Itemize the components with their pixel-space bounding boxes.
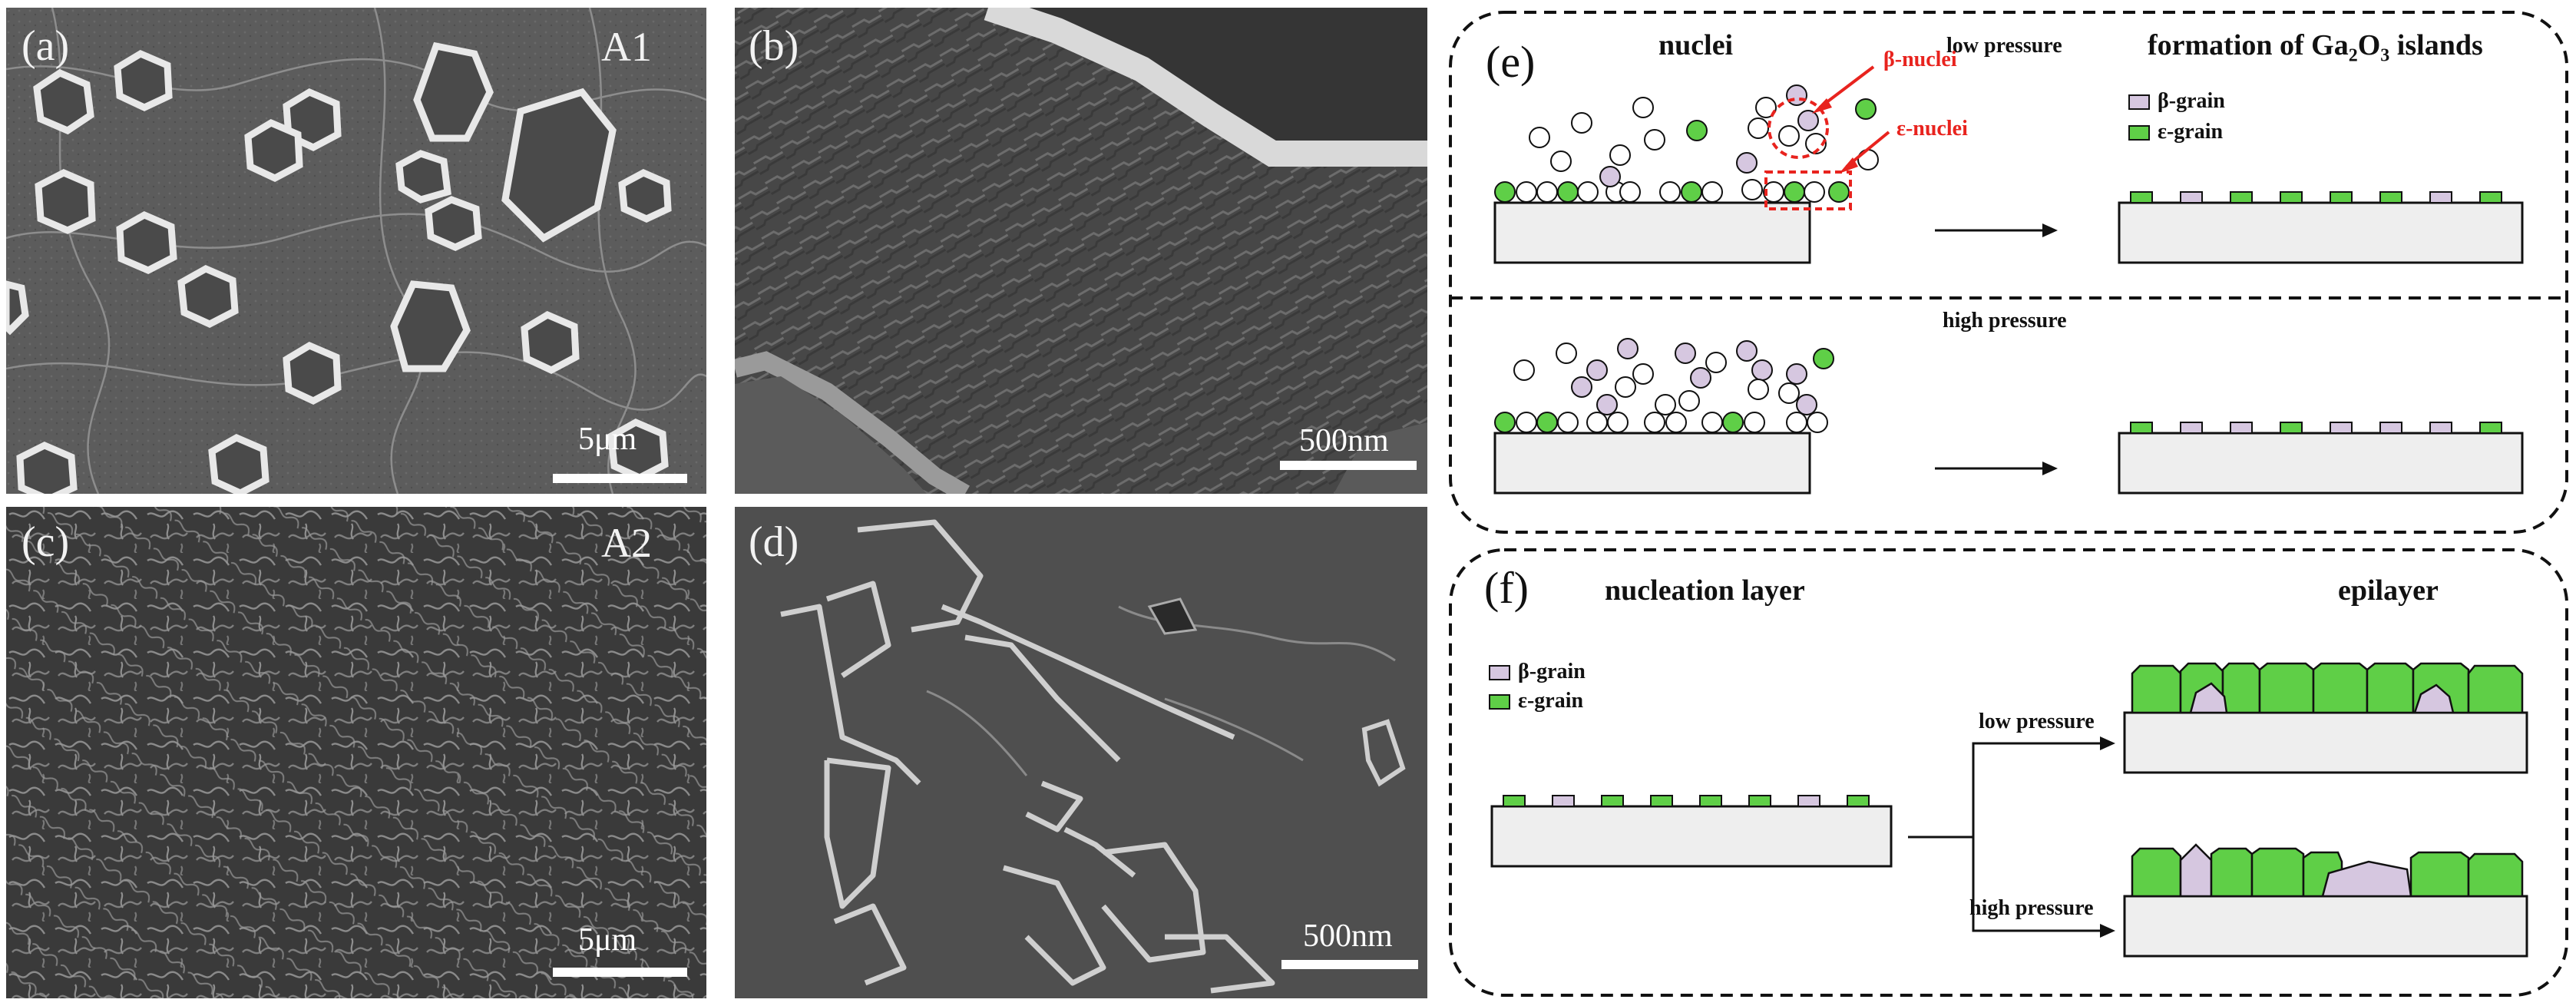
formation-title: formation of Ga2O3 islands xyxy=(2148,28,2483,67)
sem-image-b xyxy=(735,8,1427,494)
scale-bar-d xyxy=(1281,960,1418,969)
scale-bar-a xyxy=(553,474,687,483)
sample-label-a1: A1 xyxy=(601,24,652,70)
scale-text-c: 5μm xyxy=(578,922,637,958)
scale-text-a: 5μm xyxy=(578,422,637,457)
sem-panel-b: (b) 500nm xyxy=(735,8,1427,494)
beta-nuclei-annotation: β-nuclei xyxy=(1883,48,1957,71)
sem-panel-a: (a) A1 5μm xyxy=(6,8,706,494)
low-pressure-label-e: low pressure xyxy=(1946,34,2062,58)
sem-panel-d: (d) 500nm xyxy=(735,507,1427,998)
nuclei-title: nuclei xyxy=(1658,29,1734,61)
sem-image-d xyxy=(735,507,1427,998)
formation-mid: O xyxy=(2357,29,2381,61)
sem-image-a xyxy=(6,8,706,494)
scale-bar-c xyxy=(553,968,687,977)
diagram-f-graphics xyxy=(1449,548,2568,997)
epilayer-title: epilayer xyxy=(2338,574,2439,607)
scale-text-b: 500nm xyxy=(1299,423,1389,458)
panel-e-label: (e) xyxy=(1486,37,1536,87)
panel-f-label: (f) xyxy=(1484,563,1529,613)
legend-beta-f: β-grain xyxy=(1518,660,1586,683)
panel-a-label: (a) xyxy=(21,22,70,70)
formation-suffix: islands xyxy=(2389,29,2483,61)
legend-epsilon-e: ε-grain xyxy=(2158,120,2224,144)
panel-c-label: (c) xyxy=(21,518,70,566)
panel-b-label: (b) xyxy=(749,22,799,70)
sem-panel-c: (c) A2 5μm xyxy=(6,507,706,998)
sample-label-a2: A2 xyxy=(601,520,652,566)
formation-prefix: formation of Ga xyxy=(2148,29,2349,61)
formation-sub1: 2 xyxy=(2348,45,2358,66)
nucleation-layer-title: nucleation layer xyxy=(1605,574,1805,607)
high-pressure-label-f: high pressure xyxy=(1969,896,2094,920)
epsilon-nuclei-annotation: ε-nuclei xyxy=(1896,117,1968,141)
sem-image-c xyxy=(6,507,706,998)
formation-sub2: 3 xyxy=(2380,45,2390,66)
diagram-e: (e) nuclei low pressure formation of Ga2… xyxy=(1447,9,2570,535)
legend-epsilon-f: ε-grain xyxy=(1518,689,1584,713)
diagram-e-graphics xyxy=(1449,11,2568,534)
panel-d-label: (d) xyxy=(749,518,799,566)
high-pressure-label-e: high pressure xyxy=(1943,309,2067,333)
scale-bar-b xyxy=(1280,461,1417,470)
legend-beta-e: β-grain xyxy=(2158,89,2225,113)
low-pressure-label-f: low pressure xyxy=(1979,710,2095,733)
diagram-f: (f) nucleation layer epilayer β-grain ε-… xyxy=(1447,547,2570,1000)
scale-text-d: 500nm xyxy=(1303,918,1393,954)
